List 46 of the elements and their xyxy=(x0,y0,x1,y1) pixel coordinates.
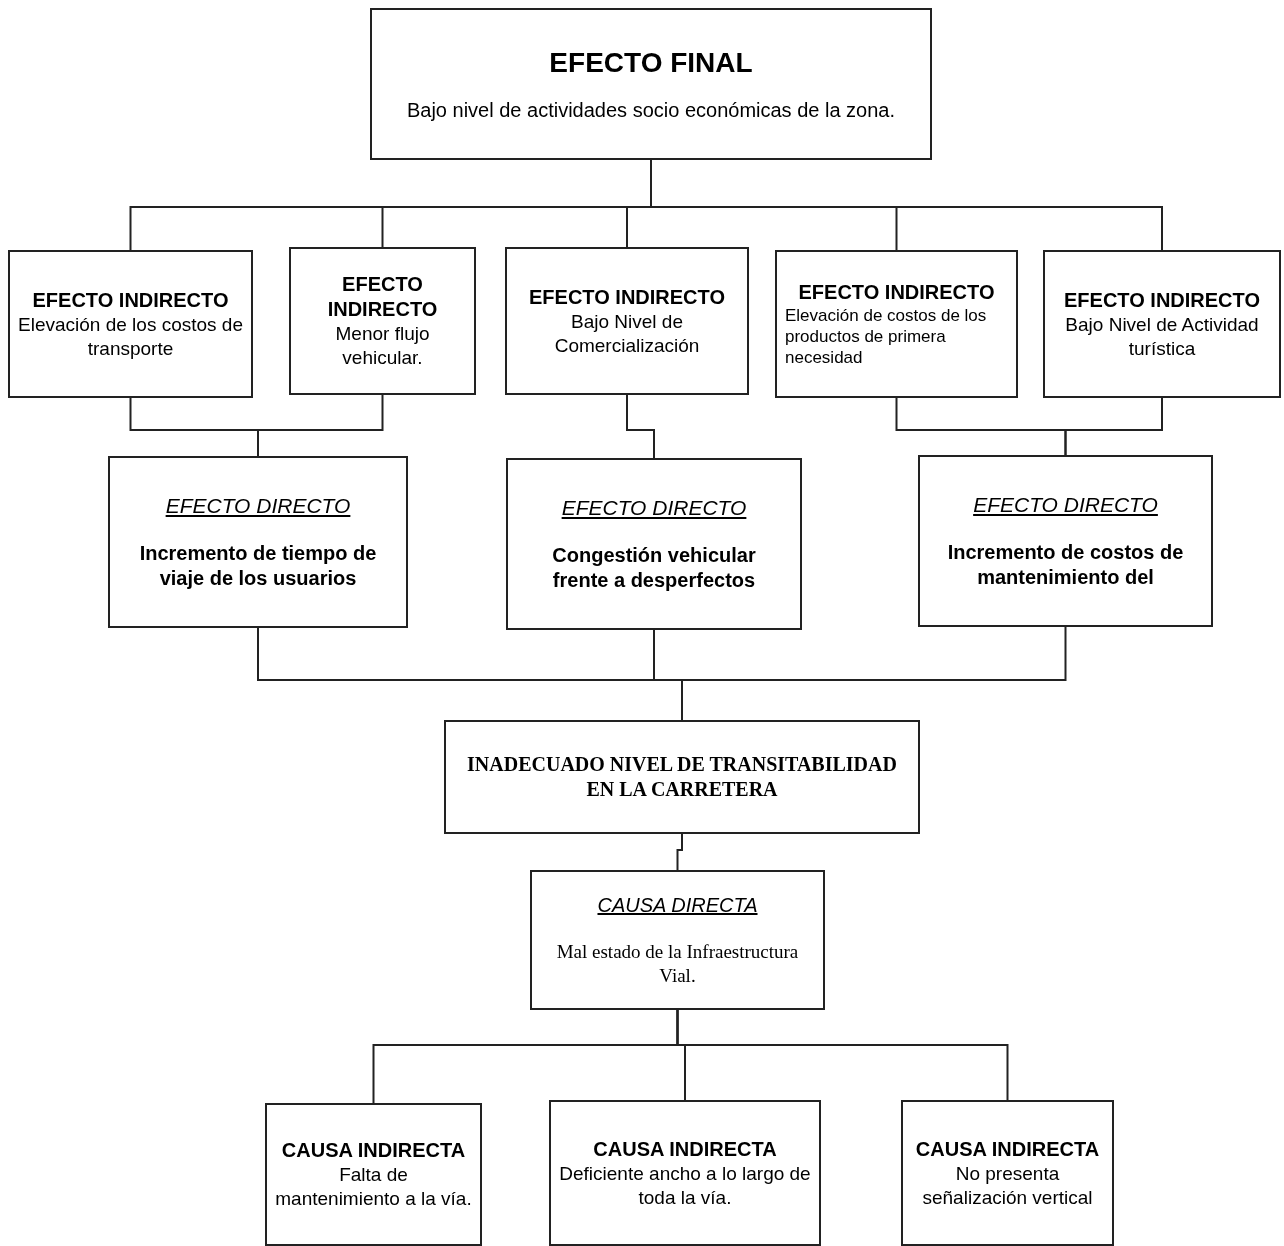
box-text: Menor flujo vehicular. xyxy=(334,322,431,370)
connector-line xyxy=(676,833,683,871)
box-heading: EFECTO DIRECTO xyxy=(973,491,1158,518)
box-text: No presenta señalización vertical xyxy=(921,1161,1094,1210)
text-box xyxy=(1043,250,1281,398)
box-text: Mal estado de la Infraestructura Vial. xyxy=(555,939,800,988)
box-heading: CAUSA INDIRECTA xyxy=(593,1136,777,1162)
box-heading: EFECTO DIRECTO xyxy=(561,494,747,521)
box-heading: EFECTO INDIRECTO xyxy=(32,287,229,313)
text-box xyxy=(918,455,1213,627)
box-heading: EFECTO FINAL xyxy=(549,46,753,80)
box-heading: INADECUADO NIVEL DE TRANSITABILIDAD EN LA CARRETERA xyxy=(466,752,898,802)
text-box xyxy=(530,870,825,1010)
box-text: Deficiente ancho a lo largo de toda la vía. xyxy=(559,1161,811,1210)
box-heading: CAUSA INDIRECTA xyxy=(281,1138,466,1164)
box-heading: EFECTO INDIRECTO xyxy=(798,279,995,305)
text-box xyxy=(506,458,802,630)
box-heading: CAUSA INDIRECTA xyxy=(915,1136,1100,1162)
text-box xyxy=(901,1100,1114,1246)
box-text: Incremento de tiempo de viaje de los usuarios xyxy=(138,541,378,592)
connector-line xyxy=(676,1009,1009,1101)
connector-line xyxy=(626,394,655,459)
box-text: Elevación de costos de los productos de primera necesidad xyxy=(785,304,988,369)
text-box xyxy=(549,1100,821,1246)
text-box xyxy=(505,247,749,395)
text-box xyxy=(8,250,253,398)
box-text: Congestión vehicular frente a desperfectos xyxy=(551,543,757,594)
connector-line xyxy=(257,394,384,457)
box-text: Incremento de costos de mantenimiento del xyxy=(946,540,1185,591)
box-text: Elevación de los costos de transporte xyxy=(18,312,243,361)
box-heading: EFECTO INDIRECTO xyxy=(1064,287,1260,313)
text-box xyxy=(108,456,408,628)
text-box xyxy=(775,250,1018,398)
text-box xyxy=(370,8,932,160)
box-heading: CAUSA DIRECTA xyxy=(597,892,758,918)
text-box xyxy=(289,247,476,395)
text-box xyxy=(265,1103,482,1246)
connector-line xyxy=(1064,397,1163,456)
text-box xyxy=(444,720,920,834)
box-text: Bajo Nivel de Actividad turística xyxy=(1064,312,1260,361)
box-text: Bajo Nivel de Comercialización xyxy=(553,309,701,358)
box-text: Bajo nivel de actividades socio económicas de la zona. xyxy=(406,98,896,123)
box-text: Falta de mantenimiento a la vía. xyxy=(275,1163,472,1211)
box-heading: EFECTO DIRECTO xyxy=(165,492,351,519)
box-heading: EFECTO INDIRECTO xyxy=(529,284,725,310)
box-heading: EFECTO INDIRECTO xyxy=(326,272,439,323)
